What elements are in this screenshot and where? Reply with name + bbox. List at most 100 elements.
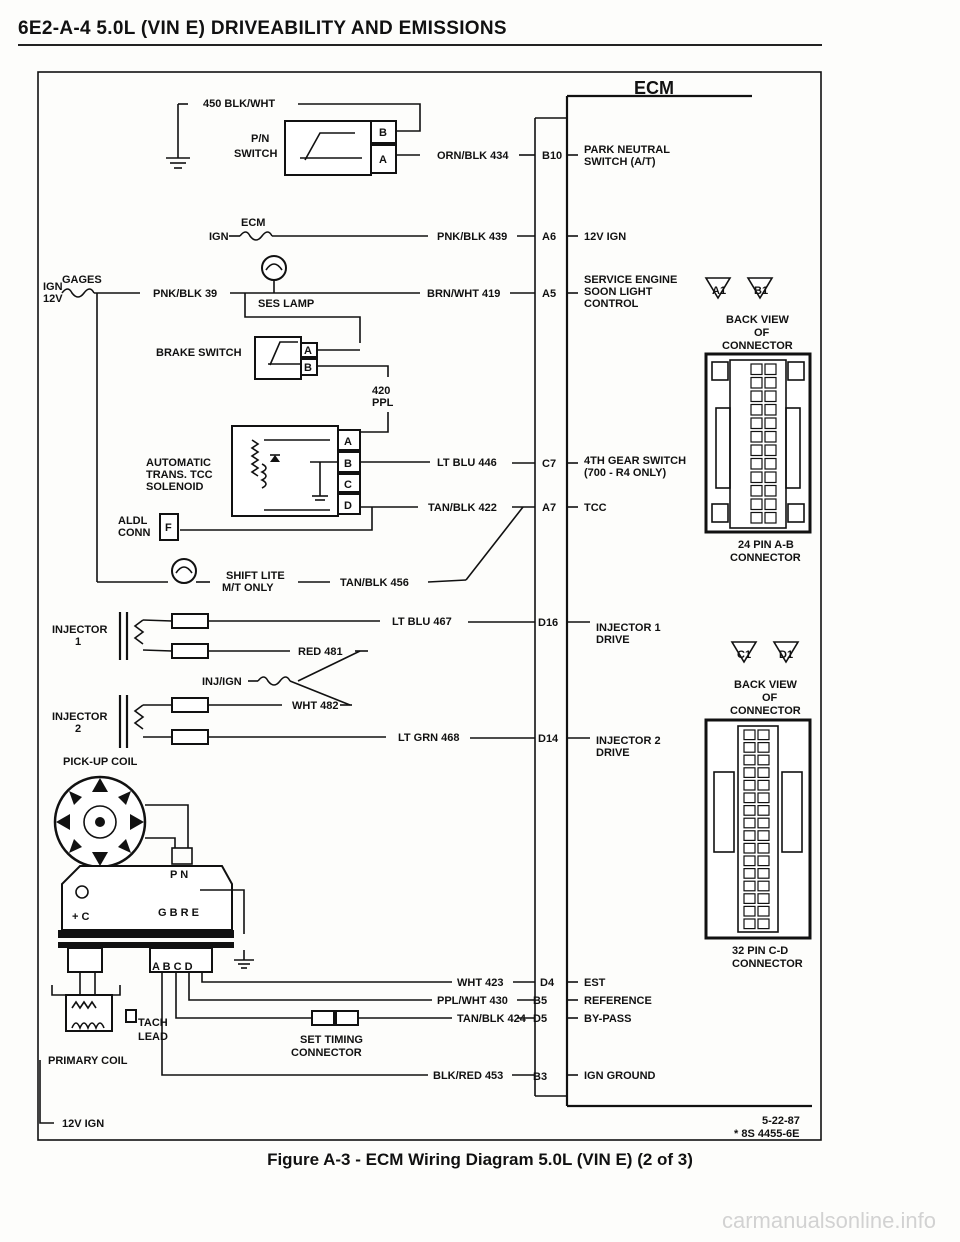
connector-pin-cell — [750, 403, 763, 416]
connector-pin-cell — [757, 830, 770, 841]
connector-pin-cell — [764, 376, 777, 389]
connector-pin-cell — [757, 792, 770, 804]
svg-text:SWITCH: SWITCH — [234, 148, 277, 160]
svg-text:RED 481: RED 481 — [298, 646, 343, 658]
connector-pin-cell — [757, 867, 770, 879]
connector-pin-cell — [750, 471, 763, 484]
connector-pin-cell — [764, 511, 777, 524]
svg-text:TRANS. TCC: TRANS. TCC — [146, 469, 213, 481]
svg-text:A1: A1 — [712, 285, 726, 297]
svg-text:C: C — [344, 479, 352, 491]
svg-text:D5: D5 — [533, 1013, 547, 1025]
svg-text:B: B — [379, 127, 387, 139]
svg-text:PNK/BLK 39: PNK/BLK 39 — [153, 288, 217, 300]
ecm-pin-c7: C7 4TH GEAR SWITCH (700 - R4 ONLY) — [542, 455, 686, 479]
svg-text:OF: OF — [754, 327, 770, 339]
connector-pin-cell — [764, 457, 777, 470]
connector-pin-cell — [764, 417, 777, 430]
svg-text:LT BLU 446: LT BLU 446 — [437, 457, 497, 469]
svg-text:TAN/BLK 422: TAN/BLK 422 — [428, 502, 497, 514]
svg-text:(700 - R4 ONLY): (700 - R4 ONLY) — [584, 467, 666, 479]
connector-pin-cell — [757, 779, 770, 791]
connector-pin-cell — [750, 376, 763, 389]
connector-pin-cell — [757, 855, 770, 867]
svg-text:PNK/BLK 439: PNK/BLK 439 — [437, 231, 507, 243]
connector-pin-cell — [764, 498, 777, 511]
connector-pin-cell — [757, 880, 770, 892]
connector-pin-cell — [743, 741, 756, 753]
ecm-pin-d4: D4 EST — [540, 977, 606, 989]
pickup-coil: PICK-UP COIL P N + C G B R E A B C D — [53, 756, 254, 973]
connector-pin-cell — [750, 363, 763, 376]
connector-pin-cell — [743, 817, 756, 829]
svg-text:ECM: ECM — [241, 217, 265, 229]
footer-code: * 8S 4455-6E — [734, 1128, 799, 1140]
svg-text:SOLENOID: SOLENOID — [146, 481, 204, 493]
svg-text:A6: A6 — [542, 231, 556, 243]
connector-pin-cell — [764, 363, 777, 376]
svg-text:C7: C7 — [542, 458, 556, 470]
connector-pin-cell — [743, 754, 756, 766]
svg-text:SES LAMP: SES LAMP — [258, 298, 314, 310]
ecm-title: ECM — [634, 78, 674, 98]
connector-pin-cell — [764, 471, 777, 484]
svg-text:B1: B1 — [754, 285, 768, 297]
connector-pin-cell — [743, 842, 756, 854]
connector-pin-cell — [743, 893, 756, 904]
svg-text:4TH GEAR SWITCH: 4TH GEAR SWITCH — [584, 455, 686, 467]
connector-pin-cell — [764, 444, 777, 457]
svg-text:CONNECTOR: CONNECTOR — [730, 552, 801, 564]
footer-date: 5-22-87 — [762, 1115, 800, 1127]
connector-pin-cell — [743, 729, 756, 741]
connector-pin-cell — [743, 767, 756, 778]
svg-text:420: 420 — [372, 385, 390, 397]
svg-text:INJECTOR: INJECTOR — [52, 624, 107, 636]
ecm-pin-b5: B5 REFERENCE — [533, 995, 652, 1007]
connector-pin-cell — [757, 893, 770, 904]
svg-text:A B C D: A B C D — [152, 961, 193, 973]
connector-pin-cell — [750, 417, 763, 430]
cd-pin-grid — [743, 729, 770, 930]
svg-text:SERVICE ENGINE: SERVICE ENGINE — [584, 274, 677, 286]
svg-text:12V: 12V — [43, 293, 63, 305]
svg-text:CONNECTOR: CONNECTOR — [732, 958, 803, 970]
svg-text:B: B — [304, 362, 312, 374]
connector-pin-cell — [743, 905, 756, 917]
page-header: 6E2-A-4 5.0L (VIN E) DRIVEABILITY AND EM… — [18, 18, 507, 39]
connector-24pin-ab: A1 B1 BACK VIEW OF CONNECTOR 24 PIN A-B … — [704, 277, 812, 564]
ecm-pin-a7: A7 TCC — [542, 502, 607, 514]
svg-text:D: D — [344, 500, 352, 512]
svg-text:INJECTOR 1: INJECTOR 1 — [596, 622, 661, 634]
ecm-pin-a5: A5 SERVICE ENGINE SOON LIGHT CONTROL — [542, 274, 677, 310]
svg-text:LEAD: LEAD — [138, 1031, 168, 1043]
connector-pin-cell — [743, 830, 756, 841]
svg-text:ORN/BLK 434: ORN/BLK 434 — [437, 150, 509, 162]
svg-text:WHT 482: WHT 482 — [292, 700, 338, 712]
svg-text:PPL/WHT 430: PPL/WHT 430 — [437, 995, 508, 1007]
svg-text:+ C: + C — [72, 911, 89, 923]
svg-text:24 PIN A-B: 24 PIN A-B — [738, 539, 794, 551]
svg-text:PICK-UP COIL: PICK-UP COIL — [63, 756, 138, 768]
svg-text:M/T ONLY: M/T ONLY — [222, 582, 274, 594]
connector-pin-cell — [750, 511, 763, 524]
connector-pin-cell — [750, 390, 763, 403]
svg-text:D4: D4 — [540, 977, 555, 989]
svg-text:D1: D1 — [779, 649, 793, 661]
svg-text:A7: A7 — [542, 502, 556, 514]
pn-switch-circuit: 450 BLK/WHT B A P/N SWITCH ORN/BLK 434 — [166, 98, 535, 176]
ecm-block: ECM — [534, 78, 812, 1108]
distributor-signal-wires: WHT 423 PPL/WHT 430 TAN/BLK 424 SET TIMI… — [161, 972, 535, 1082]
svg-text:TACH: TACH — [138, 1017, 168, 1029]
connector-pin-cell — [757, 767, 770, 778]
svg-text:CONNECTOR: CONNECTOR — [730, 705, 801, 717]
connector-pin-cell — [750, 457, 763, 470]
tcc-solenoid: AUTOMATIC TRANS. TCC SOLENOID A B C D LT… — [146, 425, 535, 581]
svg-text:IGN GROUND: IGN GROUND — [584, 1070, 656, 1082]
svg-text:450 BLK/WHT: 450 BLK/WHT — [203, 98, 275, 110]
svg-text:CONNECTOR: CONNECTOR — [291, 1047, 362, 1059]
brake-switch: BRAKE SWITCH A B 420 PPL — [156, 293, 394, 433]
svg-text:INJECTOR: INJECTOR — [52, 711, 107, 723]
svg-text:OF: OF — [762, 692, 778, 704]
svg-text:GAGES: GAGES — [62, 274, 102, 286]
